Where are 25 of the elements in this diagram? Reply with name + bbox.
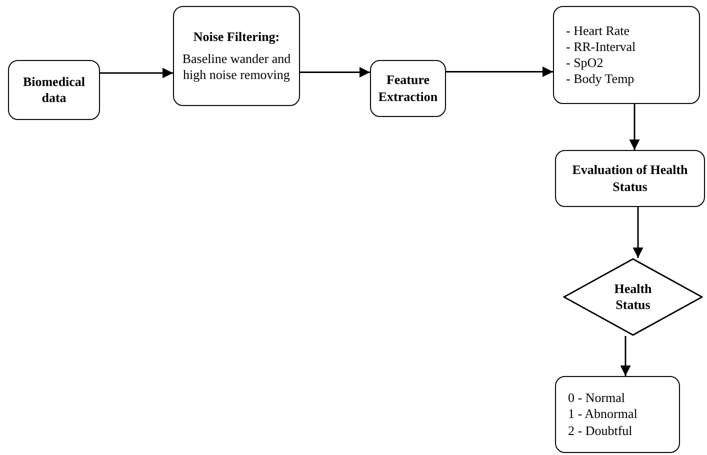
list-item: - SpO2 — [566, 55, 604, 72]
list-item: - Body Temp — [566, 71, 634, 88]
arrow — [100, 68, 173, 78]
node-label: Health Status — [613, 280, 653, 314]
list-item: - RR-Interval — [566, 38, 636, 55]
process-box — [555, 376, 680, 453]
process-box — [370, 60, 446, 117]
list-item: 0 - Normal — [568, 390, 626, 406]
arrow — [446, 66, 553, 77]
arrow — [620, 336, 631, 376]
node-label: Biomedical data — [22, 74, 86, 106]
process-box — [555, 150, 705, 207]
process-box — [553, 6, 700, 104]
node-label: Feature Extraction — [377, 72, 439, 105]
list-item: - Heart Rate — [566, 22, 630, 39]
arrow — [632, 207, 644, 258]
list-item: 2 - Doubtful — [568, 422, 632, 439]
process-box — [173, 6, 300, 106]
arrow — [629, 104, 640, 150]
node-label: Baseline wander and high noise removing — [181, 50, 292, 84]
list-item: 1 - Abnormal — [568, 406, 638, 423]
arrow — [300, 67, 370, 78]
node-label: Evaluation of Health Status — [571, 162, 689, 195]
node-heading: Noise Filtering: — [193, 28, 280, 45]
process-box — [8, 60, 100, 120]
